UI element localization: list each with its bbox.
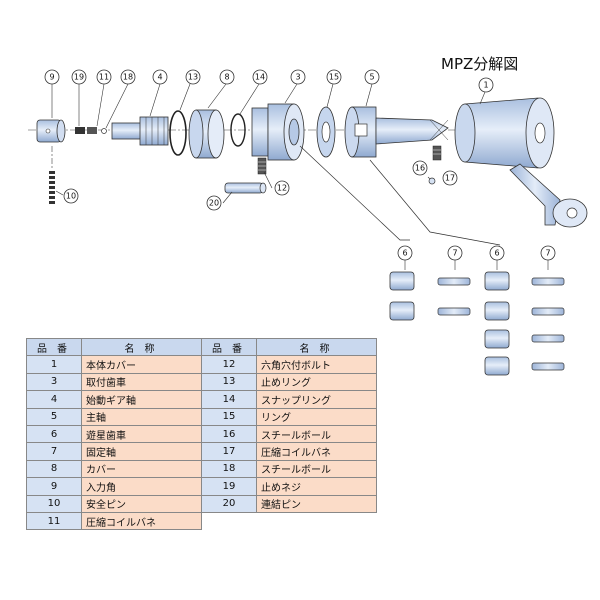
callout-6-right: 6 <box>489 245 505 261</box>
svg-text:15: 15 <box>329 73 339 82</box>
svg-text:20: 20 <box>209 199 219 208</box>
callout-20: 20 <box>206 195 222 211</box>
planet-gear-set-left <box>389 271 471 321</box>
svg-text:17: 17 <box>445 174 455 183</box>
callout-5: 5 <box>364 69 380 85</box>
table-header-row: 品番 名称 品番 名称 <box>26 337 377 357</box>
part-16-steel-ball <box>428 177 436 185</box>
part-14-snap-ring <box>230 113 246 147</box>
callout-9: 9 <box>44 69 60 85</box>
callout-10: 10 <box>63 188 79 204</box>
svg-text:11: 11 <box>99 73 109 82</box>
callout-16: 16 <box>412 160 428 176</box>
part-19-set-screw <box>75 127 85 134</box>
svg-text:3: 3 <box>295 73 300 82</box>
callout-12: 12 <box>274 180 290 196</box>
callout-6-left: 6 <box>397 245 413 261</box>
callout-19: 19 <box>71 69 87 85</box>
callout-15: 15 <box>326 69 342 85</box>
callout-14: 14 <box>252 69 268 85</box>
leader-line <box>369 159 501 246</box>
part-10-safety-pin <box>49 146 55 204</box>
part-13-retaining-ring <box>169 110 187 156</box>
part-12-hex-bolt <box>257 157 267 175</box>
part-5-main-shaft <box>344 106 449 158</box>
header-part-no: 品番 <box>201 337 257 357</box>
callout-leaders <box>51 83 486 204</box>
part-8-cover <box>188 109 225 159</box>
header-part-name: 名称 <box>81 337 202 357</box>
callout-7-right: 7 <box>540 245 556 261</box>
callout-11: 11 <box>96 69 112 85</box>
callout-17: 17 <box>442 170 458 186</box>
part-11-coil-spring <box>87 127 97 134</box>
svg-text:10: 10 <box>66 192 76 201</box>
svg-text:1: 1 <box>483 81 488 90</box>
callout-4: 4 <box>152 69 168 85</box>
planet-gear-set-right <box>484 271 565 376</box>
callout-13: 13 <box>185 69 201 85</box>
svg-text:7: 7 <box>452 249 457 258</box>
svg-text:5: 5 <box>369 73 374 82</box>
svg-text:8: 8 <box>224 73 229 82</box>
svg-text:7: 7 <box>545 249 550 258</box>
part-18-steel-ball <box>101 128 107 134</box>
part-15-ring <box>316 106 336 158</box>
svg-text:16: 16 <box>415 164 425 173</box>
svg-text:14: 14 <box>255 73 265 82</box>
callout-8: 8 <box>219 69 235 85</box>
callout-18: 18 <box>120 69 136 85</box>
header-part-name: 名称 <box>256 337 377 357</box>
svg-text:19: 19 <box>74 73 84 82</box>
part-20-connecting-pin <box>224 182 267 194</box>
svg-text:6: 6 <box>402 249 407 258</box>
leader-line <box>299 145 410 241</box>
svg-text:13: 13 <box>188 73 198 82</box>
svg-text:12: 12 <box>277 184 287 193</box>
svg-text:4: 4 <box>157 73 162 82</box>
part-4-start-gear-shaft <box>111 116 169 146</box>
callout-7-left: 7 <box>447 245 463 261</box>
part-17-coil-spring <box>432 145 442 161</box>
svg-text:6: 6 <box>494 249 499 258</box>
diagram-title: MPZ分解図 <box>441 55 518 73</box>
part-9-input-square <box>36 119 66 143</box>
header-part-no: 品番 <box>26 337 82 357</box>
svg-text:18: 18 <box>123 73 133 82</box>
callout-1: 1 <box>478 77 494 93</box>
part-3-mounting-gear <box>251 103 305 161</box>
part-1-body-cover <box>454 97 588 228</box>
callout-3: 3 <box>290 69 306 85</box>
svg-text:9: 9 <box>49 73 54 82</box>
